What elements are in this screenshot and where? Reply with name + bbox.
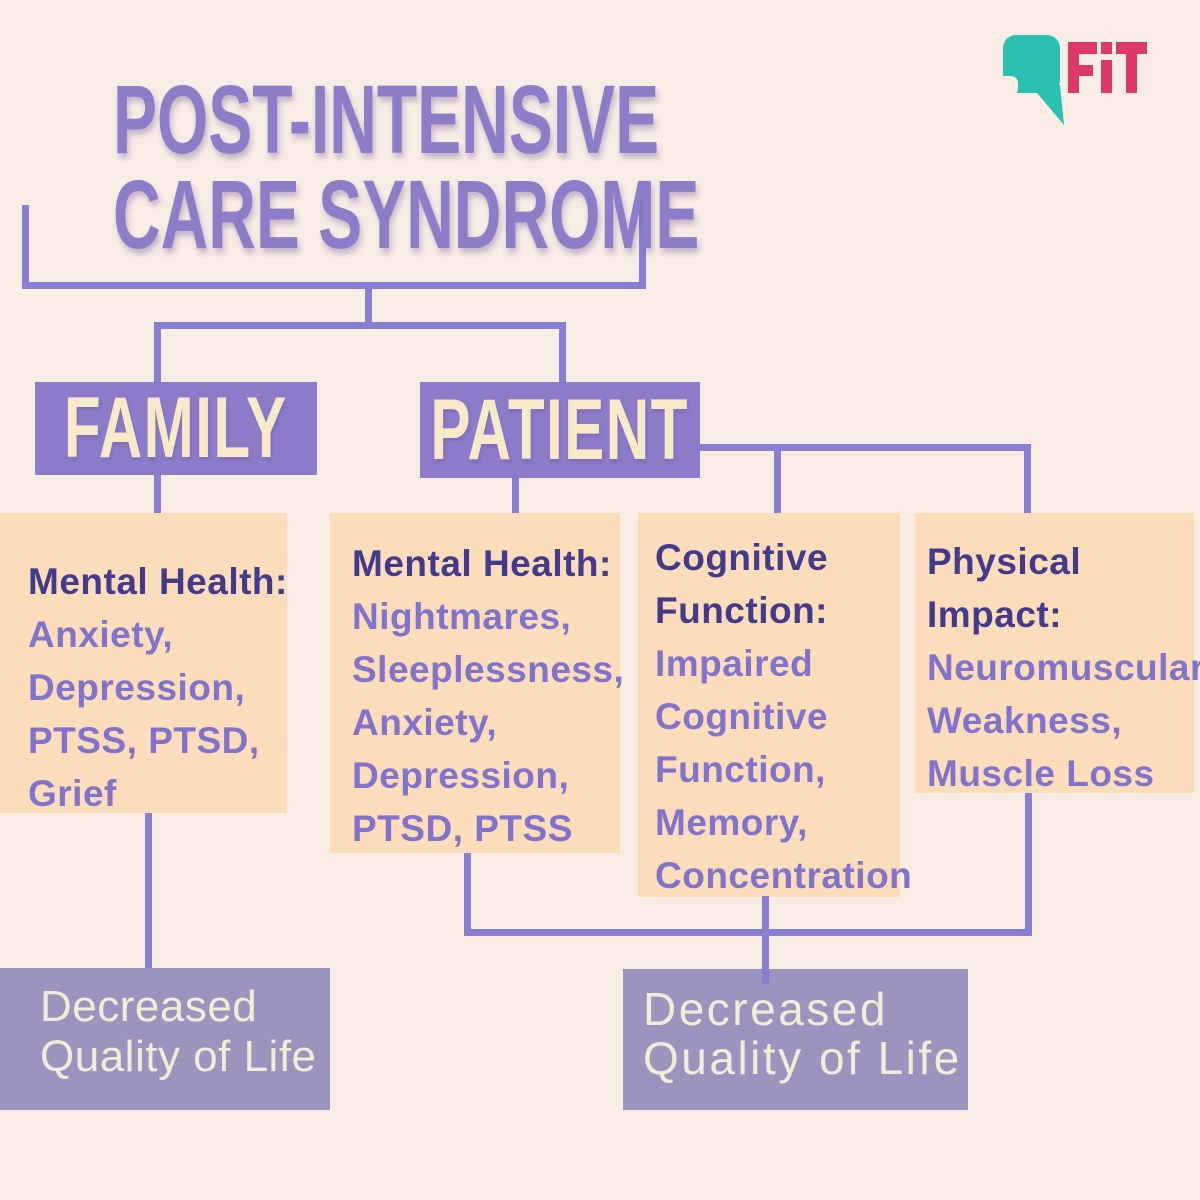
speech-bubble-q-icon	[998, 35, 1064, 125]
row2-drop-to-patient	[559, 322, 566, 383]
cognitive-to-outcome-drop	[762, 896, 769, 984]
physical-impact-card: Physical Impact: Neuromuscular Weakness,…	[915, 513, 1200, 794]
outcome-line: Quality of Life	[40, 1032, 317, 1081]
title-bracket-horizontal	[22, 282, 646, 289]
card-item: Weakness,	[927, 700, 1123, 741]
title-center-drop	[365, 282, 372, 329]
card-item: Anxiety,	[28, 614, 174, 655]
card-item: Muscle Loss	[927, 753, 1155, 794]
patient-outcome-box: Decreased Quality of Life	[623, 969, 968, 1110]
card-heading: Function:	[655, 590, 829, 631]
cognitive-function-card: Cognitive Function: Impaired Cognitive F…	[638, 513, 912, 897]
card-item: PTSD, PTSS	[352, 808, 573, 849]
outcome-line: Quality of Life	[643, 1032, 962, 1084]
family-outcome-box: Decreased Quality of Life	[0, 968, 330, 1110]
page-title-line1: POST-INTENSIVE	[112, 65, 660, 174]
card-heading: Cognitive	[655, 537, 829, 578]
page-title-line2: CARE SYNDROME	[112, 160, 700, 269]
family-mental-to-outcome	[145, 812, 152, 969]
card-item: Depression,	[352, 755, 570, 796]
card-item: Impaired	[655, 643, 814, 684]
card-item: Sleeplessness,	[352, 649, 625, 690]
card-item: Function,	[655, 749, 826, 790]
drop-to-physical	[1024, 444, 1031, 514]
card-heading: Impact:	[927, 594, 1063, 635]
card-item: Neuromuscular	[927, 647, 1200, 688]
card-item: Concentration	[655, 855, 913, 896]
patient-mental-health-card: Mental Health: Nightmares, Sleeplessness…	[330, 513, 624, 853]
title-bracket-right-stub	[639, 192, 646, 289]
card-item: Memory,	[655, 802, 808, 843]
card-item: Anxiety,	[352, 702, 498, 743]
fit-logo	[998, 35, 1147, 125]
outcome-junction-horizontal	[464, 929, 1032, 936]
card-item: PTSS, PTSD,	[28, 720, 260, 761]
family-to-mental-drop	[154, 473, 161, 514]
family-node: FAMILY	[35, 380, 317, 476]
page-title: POST-INTENSIVE CARE SYNDROME	[8, 65, 700, 269]
patient-to-mental-drop	[512, 476, 519, 514]
card-item: Nightmares,	[352, 596, 572, 637]
card-heading: Mental Health:	[28, 561, 288, 602]
patient-node: PATIENT	[420, 382, 700, 478]
title-bracket-left-stub	[22, 205, 29, 289]
card-item: Grief	[28, 773, 117, 814]
row2-horizontal	[154, 322, 566, 329]
outcome-line: Decreased	[40, 982, 258, 1031]
patient-node-label: PATIENT	[430, 381, 690, 478]
family-mental-health-card: Mental Health: Anxiety, Depression, PTSS…	[0, 513, 288, 814]
drop-to-cognitive	[774, 444, 781, 514]
patient-right-horizontal	[700, 444, 1031, 451]
physical-down	[1025, 793, 1032, 936]
outcome-line: Decreased	[643, 983, 888, 1035]
patient-mental-down	[464, 852, 471, 936]
card-item: Cognitive	[655, 696, 829, 737]
card-heading: Mental Health:	[352, 543, 612, 584]
card-heading: Physical	[927, 541, 1082, 582]
card-item: Depression,	[28, 667, 246, 708]
family-node-label: FAMILY	[64, 380, 288, 476]
row2-drop-to-family	[154, 322, 161, 383]
fit-wordmark	[1068, 42, 1147, 93]
